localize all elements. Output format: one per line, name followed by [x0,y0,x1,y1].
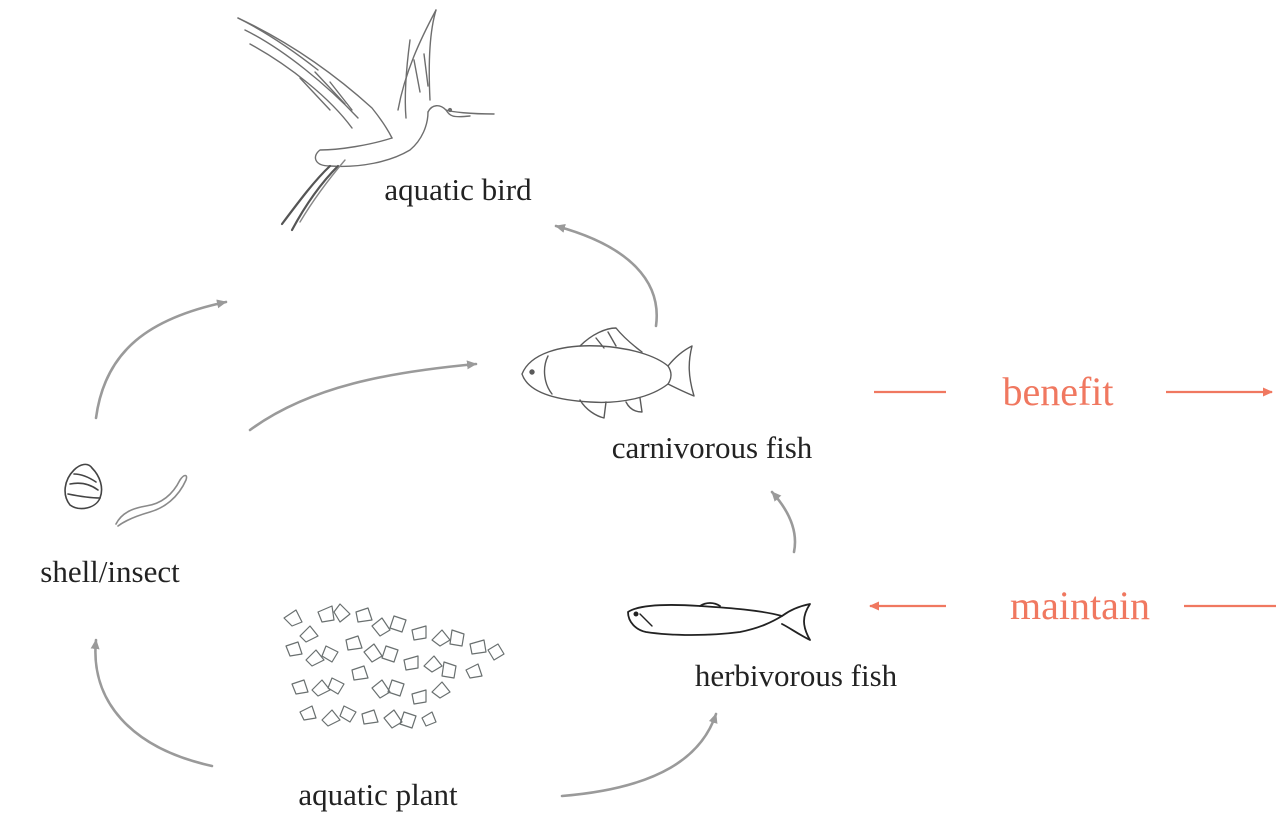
shell-insect-label: shell/insect [40,554,180,589]
benefit-label: benefit [1002,369,1113,414]
arrow-shell-to-carnivorous-fish [250,364,476,430]
arrow-plant-to-herbivorous-fish [562,714,716,796]
snail-shell-icon [65,464,102,508]
arrow-herbivorous-fish-to-carnivorous-fish [772,492,795,552]
carnivorous-fish-icon [522,328,694,418]
aquatic-bird-label: aquatic bird [384,172,532,207]
aquatic-plant-icon [284,604,504,728]
carnivorous-fish-label: carnivorous fish [612,430,813,465]
herbivorous-fish-label: herbivorous fish [695,658,898,693]
maintain-label: maintain [1010,583,1150,628]
arrow-plant-to-shell [95,640,212,766]
arrow-shell-to-bird [96,302,226,418]
herbivorous-fish-icon [628,603,810,640]
aquatic-plant-label: aquatic plant [298,777,458,812]
worm-icon [116,476,187,527]
arrow-carnivorous-fish-to-bird [556,226,657,326]
